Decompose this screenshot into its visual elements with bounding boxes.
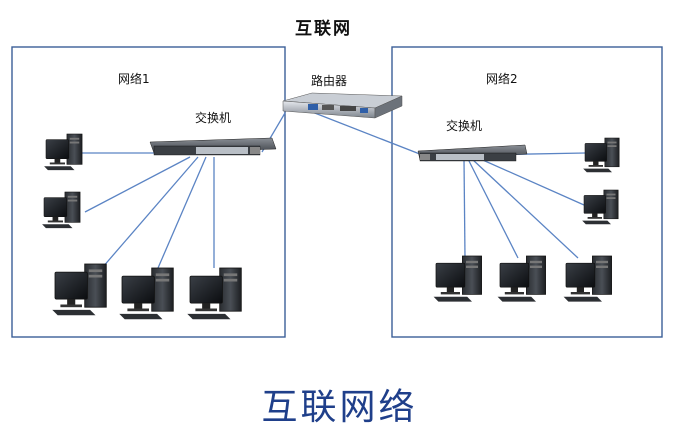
network-2-label: 网络2	[486, 72, 518, 86]
switch-icon	[417, 144, 528, 162]
switch-2-label: 交换机	[446, 119, 483, 133]
network-1-frame	[11, 46, 286, 338]
switch-icon	[149, 137, 277, 156]
computer-icon	[433, 255, 483, 303]
computer-icon	[186, 267, 242, 320]
computer-icon	[497, 255, 547, 303]
router-label: 路由器	[311, 74, 348, 88]
switch-1-label: 交换机	[195, 111, 232, 125]
computer-icon	[118, 267, 174, 320]
computer-icon	[581, 189, 619, 225]
network-1-label: 网络1	[118, 72, 150, 86]
computer-icon	[562, 255, 613, 303]
computer-icon	[43, 133, 83, 171]
diagram-caption: 互联网络	[261, 387, 418, 428]
computer-icon	[582, 137, 620, 173]
router-icon	[282, 92, 403, 119]
computer-icon	[51, 263, 107, 316]
diagram-title: 互联网	[295, 19, 352, 39]
computer-icon	[41, 191, 81, 229]
links	[80, 109, 586, 269]
network-2-frame	[391, 46, 663, 338]
